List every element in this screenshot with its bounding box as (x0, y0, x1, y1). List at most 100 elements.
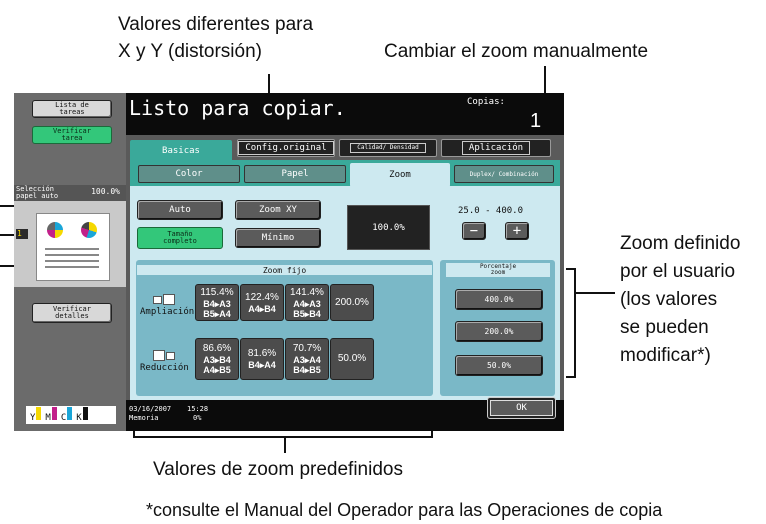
zoom-preset-122-size: A4▸B4 (248, 303, 276, 314)
ok-label: OK (490, 400, 553, 416)
zoom-preset-81-size: B4▸A4 (248, 360, 276, 370)
minus-icon: − (469, 223, 479, 239)
toner-magenta-label: M (45, 413, 51, 423)
job-list-button[interactable]: Lista de tareas (32, 100, 112, 118)
tab-calidad-densidad[interactable]: Calidad/ Densidad (339, 139, 437, 157)
preview-pie-1 (47, 222, 63, 238)
zoom-preset-115-size: B4▸A3 B5▸A4 (203, 298, 231, 319)
footer-memory-label: Memoria (129, 414, 159, 422)
zoom-preset-81[interactable]: 81.6% B4▸A4 (240, 338, 284, 380)
auto-label: Auto (169, 205, 191, 215)
callout-user-zoom-line5: modificar*) (620, 345, 711, 366)
preset-bracket-leader (284, 437, 286, 453)
zoom-preset-115[interactable]: 115.4% B4▸A3 B5▸A4 (195, 284, 239, 321)
check-details-label-1: Verificar (53, 305, 91, 313)
tab-config-original[interactable]: Config.original (237, 139, 335, 157)
zoom-preset-141[interactable]: 141.4% A4▸A3 B5▸B4 (285, 284, 329, 321)
full-size-label-1: Tamaño (167, 230, 193, 238)
copies-label: Copias: (467, 97, 505, 107)
paper-selection-line1: Selección (16, 185, 54, 193)
callout-user-zoom-line3: (los valores (620, 289, 718, 310)
tab-basicas[interactable]: Basicas (130, 140, 232, 162)
zoom-minus-button[interactable]: − (462, 222, 486, 240)
toner-cyan-bar (67, 407, 73, 420)
preset-bracket-left (133, 428, 135, 438)
zoom-preset-141-pct: 141.4% (290, 286, 324, 298)
minimal-button[interactable]: Mínimo (235, 228, 321, 248)
toner-cyan-label: C (60, 413, 67, 423)
subtab-papel-label: Papel (281, 169, 309, 179)
toner-black: K (76, 407, 88, 423)
left-leader-1 (0, 205, 14, 207)
fixed-zoom-label: Zoom fijo (136, 264, 433, 276)
toner-black-bar (82, 407, 88, 420)
zoom-preset-70-size: A3▸A4 B4▸B5 (293, 355, 321, 375)
preview-lines (45, 248, 99, 272)
user-zoom-label: Porcentaje zoom (446, 263, 550, 277)
preview-image (36, 213, 110, 281)
subtab-duplex[interactable]: Duplex/ Combinación (454, 165, 554, 183)
user-zoom-50-button[interactable]: 50.0% (455, 355, 543, 376)
paper-selection-pct: 100.0% (91, 187, 120, 196)
check-job-label-2: tarea (61, 134, 83, 142)
zoom-preset-70[interactable]: 70.7% A3▸A4 B4▸B5 (285, 338, 329, 380)
user-zoom-400-button[interactable]: 400.0% (455, 289, 543, 310)
copies-count: 1 (530, 110, 542, 132)
preview-pie-2 (81, 222, 97, 238)
callout-manual-zoom: Cambiar el zoom manualmente (384, 41, 649, 62)
zoom-range: 25.0 - 400.0 (458, 206, 524, 216)
full-size-button[interactable]: Tamaño completo (137, 227, 223, 249)
toner-cyan: C (60, 407, 73, 423)
subtab-zoom[interactable]: Zoom (350, 163, 450, 187)
enlarge-icon-small (153, 296, 162, 304)
zoom-plus-button[interactable]: + (505, 222, 529, 240)
footnote: *consulte el Manual del Operador para la… (146, 500, 663, 520)
check-details-label-2: detalles (55, 312, 89, 320)
toner-magenta-bar (51, 407, 57, 420)
zoom-preset-50[interactable]: 50.0% (330, 338, 374, 380)
subtab-zoom-label: Zoom (389, 170, 411, 180)
zoom-preset-86-size: A3▸B4 A4▸B5 (203, 355, 231, 375)
user-zoom-400-label: 400.0% (484, 295, 514, 304)
auto-button[interactable]: Auto (137, 200, 223, 220)
toner-yellow-bar (36, 407, 42, 420)
zoom-display: 100.0% (347, 205, 430, 250)
toner-yellow: Y (30, 407, 42, 423)
check-job-button[interactable]: Verificar tarea (32, 126, 112, 144)
user-zoom-200-button[interactable]: 200.0% (455, 321, 543, 342)
paper-selection-panel: Selección papel auto 100.0% 1 (14, 185, 126, 287)
minimal-label: Mínimo (261, 233, 295, 243)
zoom-preset-86[interactable]: 86.6% A3▸B4 A4▸B5 (195, 338, 239, 380)
enlarge-icon-large (163, 294, 175, 305)
zoom-preset-200[interactable]: 200.0% (330, 284, 374, 321)
footer-memory-pct: 0% (193, 414, 202, 422)
reduce-icon (153, 350, 175, 361)
paper-selection-line2: papel auto (16, 192, 59, 200)
preset-bracket-right (431, 428, 433, 438)
subtab-color[interactable]: Color (138, 165, 240, 183)
callout-user-zoom-line2: por el usuario (620, 261, 736, 282)
callout-xy-line1: Valores diferentes para (118, 14, 314, 35)
status-title: Listo para copiar. (129, 96, 346, 120)
zoom-xy-button[interactable]: Zoom XY (235, 200, 321, 220)
ok-button[interactable]: OK (487, 397, 556, 419)
callout-xy-leader (268, 74, 270, 94)
zoom-preset-81-pct: 81.6% (247, 348, 277, 359)
tab-basicas-label: Basicas (162, 146, 200, 156)
tab-aplicacion-label: Aplicación (461, 141, 531, 155)
tab-aplicacion[interactable]: Aplicación (441, 139, 551, 157)
check-details-button[interactable]: Verificar detalles (32, 303, 112, 323)
plus-icon: + (512, 223, 522, 239)
reduce-label: Reducción (140, 363, 189, 373)
left-leader-3 (0, 265, 14, 267)
zoom-preset-122[interactable]: 122.4% A4▸B4 (240, 284, 284, 321)
user-zoom-bracket-leader (575, 292, 615, 294)
zoom-preset-115-pct: 115.4% (200, 286, 234, 298)
zoom-xy-label: Zoom XY (259, 205, 297, 215)
tray-icon: 1 (16, 229, 28, 239)
check-job-label-1: Verificar (53, 127, 91, 135)
zoom-preset-141-size: A4▸A3 B5▸B4 (293, 298, 321, 319)
callout-user-zoom-line1: Zoom definido (620, 233, 741, 254)
subtab-papel[interactable]: Papel (244, 165, 346, 183)
paper-selection-header: Selección papel auto 100.0% (14, 185, 126, 201)
